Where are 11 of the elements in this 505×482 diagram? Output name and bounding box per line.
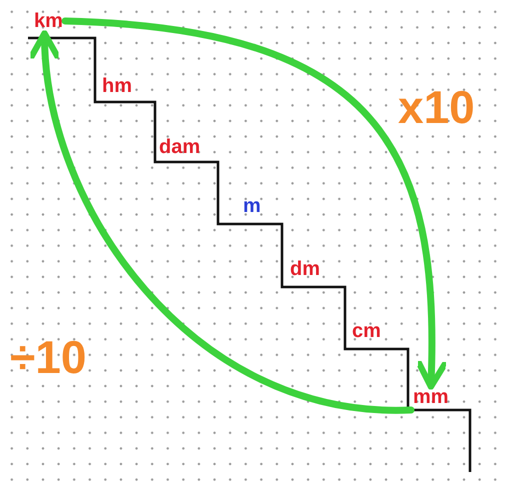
unit-label: dm [290, 258, 320, 280]
unit-label: hm [102, 75, 132, 97]
curved-arrow [62, 18, 448, 390]
unit-label: m [243, 195, 261, 217]
unit-label: cm [352, 320, 381, 342]
edge-label: x10 [398, 82, 475, 132]
unit-label: dam [159, 136, 200, 158]
unit-label: mm [413, 386, 449, 408]
curved-arrow [29, 30, 414, 414]
unit-label: km [34, 10, 63, 32]
edge-label: ÷10 [10, 332, 86, 382]
